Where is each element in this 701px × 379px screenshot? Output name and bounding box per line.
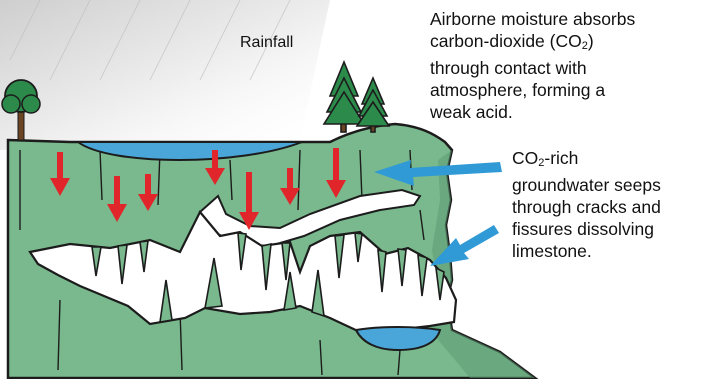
subscript: 2 bbox=[581, 40, 588, 52]
groundwater-line: fissures dissolving bbox=[512, 219, 654, 239]
groundwater-line: groundwater seeps bbox=[512, 175, 661, 195]
moisture-caption: Airborne moisture absorbs carbon-dioxide… bbox=[430, 8, 698, 123]
stalagmites bbox=[159, 257, 325, 323]
groundwater-text: CO bbox=[512, 148, 539, 168]
groundwater-line: limestone. bbox=[512, 241, 592, 261]
rain-streaks bbox=[9, 0, 291, 81]
pine-tree-icon bbox=[322, 59, 391, 133]
groundwater-text: -rich bbox=[544, 148, 579, 168]
cave-cavity bbox=[28, 210, 458, 334]
moisture-line: weak acid. bbox=[430, 102, 513, 122]
moisture-line: carbon-dioxide (CO2) bbox=[430, 30, 698, 57]
rainfall-label: Rainfall bbox=[240, 34, 294, 51]
groundwater-caption: CO2-rich groundwater seeps through crack… bbox=[512, 147, 698, 262]
moisture-line: Airborne moisture absorbs bbox=[430, 9, 636, 29]
moisture-text: carbon-dioxide (CO bbox=[430, 31, 582, 51]
groundwater-line: through cracks and bbox=[512, 197, 661, 217]
tree-icon bbox=[1, 79, 41, 141]
sky-haze bbox=[0, 0, 330, 150]
subscript: 2 bbox=[538, 157, 545, 169]
rain-arrow-icon bbox=[50, 148, 346, 230]
groundwater-line: CO2-rich bbox=[512, 147, 698, 174]
stalactites bbox=[91, 232, 445, 301]
surface-lake bbox=[74, 141, 303, 161]
moisture-line: atmosphere, forming a bbox=[430, 80, 606, 100]
moisture-line: through contact with bbox=[430, 58, 587, 78]
moisture-text: ) bbox=[587, 31, 594, 51]
flow-arrow-icon bbox=[374, 160, 502, 266]
underground-pool bbox=[354, 326, 442, 352]
